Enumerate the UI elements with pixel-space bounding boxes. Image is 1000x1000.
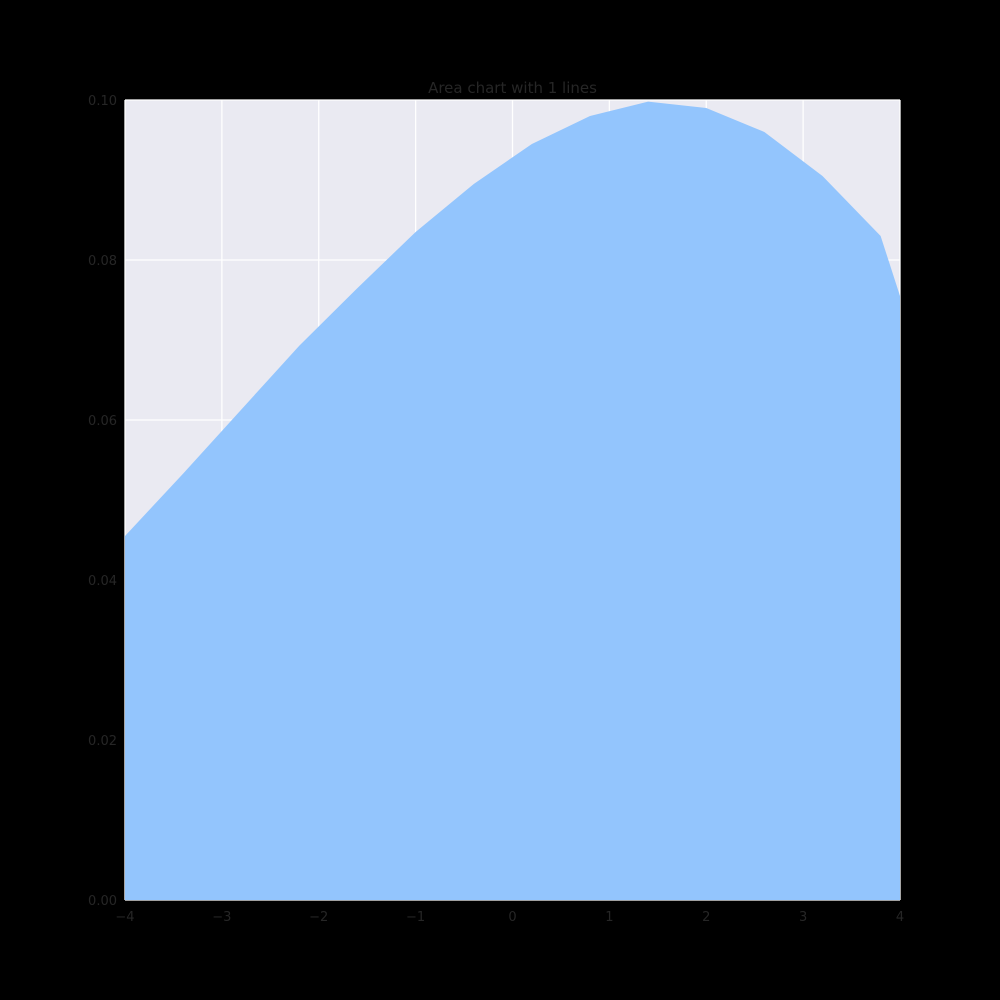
y-tick-label: 0.00 [88, 894, 117, 909]
x-tick-label: −4 [115, 910, 134, 925]
axis-labels: −4 −3 −2 −1 0 1 2 3 4 0.00 0.02 0.04 0.06 0.08 0.10 [88, 94, 904, 925]
y-tick-label: 0.10 [88, 94, 117, 109]
y-tick-label: 0.08 [88, 254, 117, 269]
x-tick-label: 0 [508, 910, 516, 925]
x-tick-label: 2 [702, 910, 710, 925]
series-layer [125, 101, 900, 901]
x-tick-label: −2 [309, 910, 328, 925]
x-tick-label: 3 [799, 910, 807, 925]
area-series [125, 101, 900, 901]
x-tick-label: 4 [896, 910, 904, 925]
x-tick-label: −3 [212, 910, 231, 925]
y-tick-label: 0.02 [88, 734, 117, 749]
y-tick-label: 0.06 [88, 414, 117, 429]
y-tick-label: 0.04 [88, 574, 117, 589]
chart-title: Area chart with 1 lines [428, 79, 597, 97]
x-tick-label: 1 [605, 910, 613, 925]
x-tick-label: −1 [406, 910, 425, 925]
